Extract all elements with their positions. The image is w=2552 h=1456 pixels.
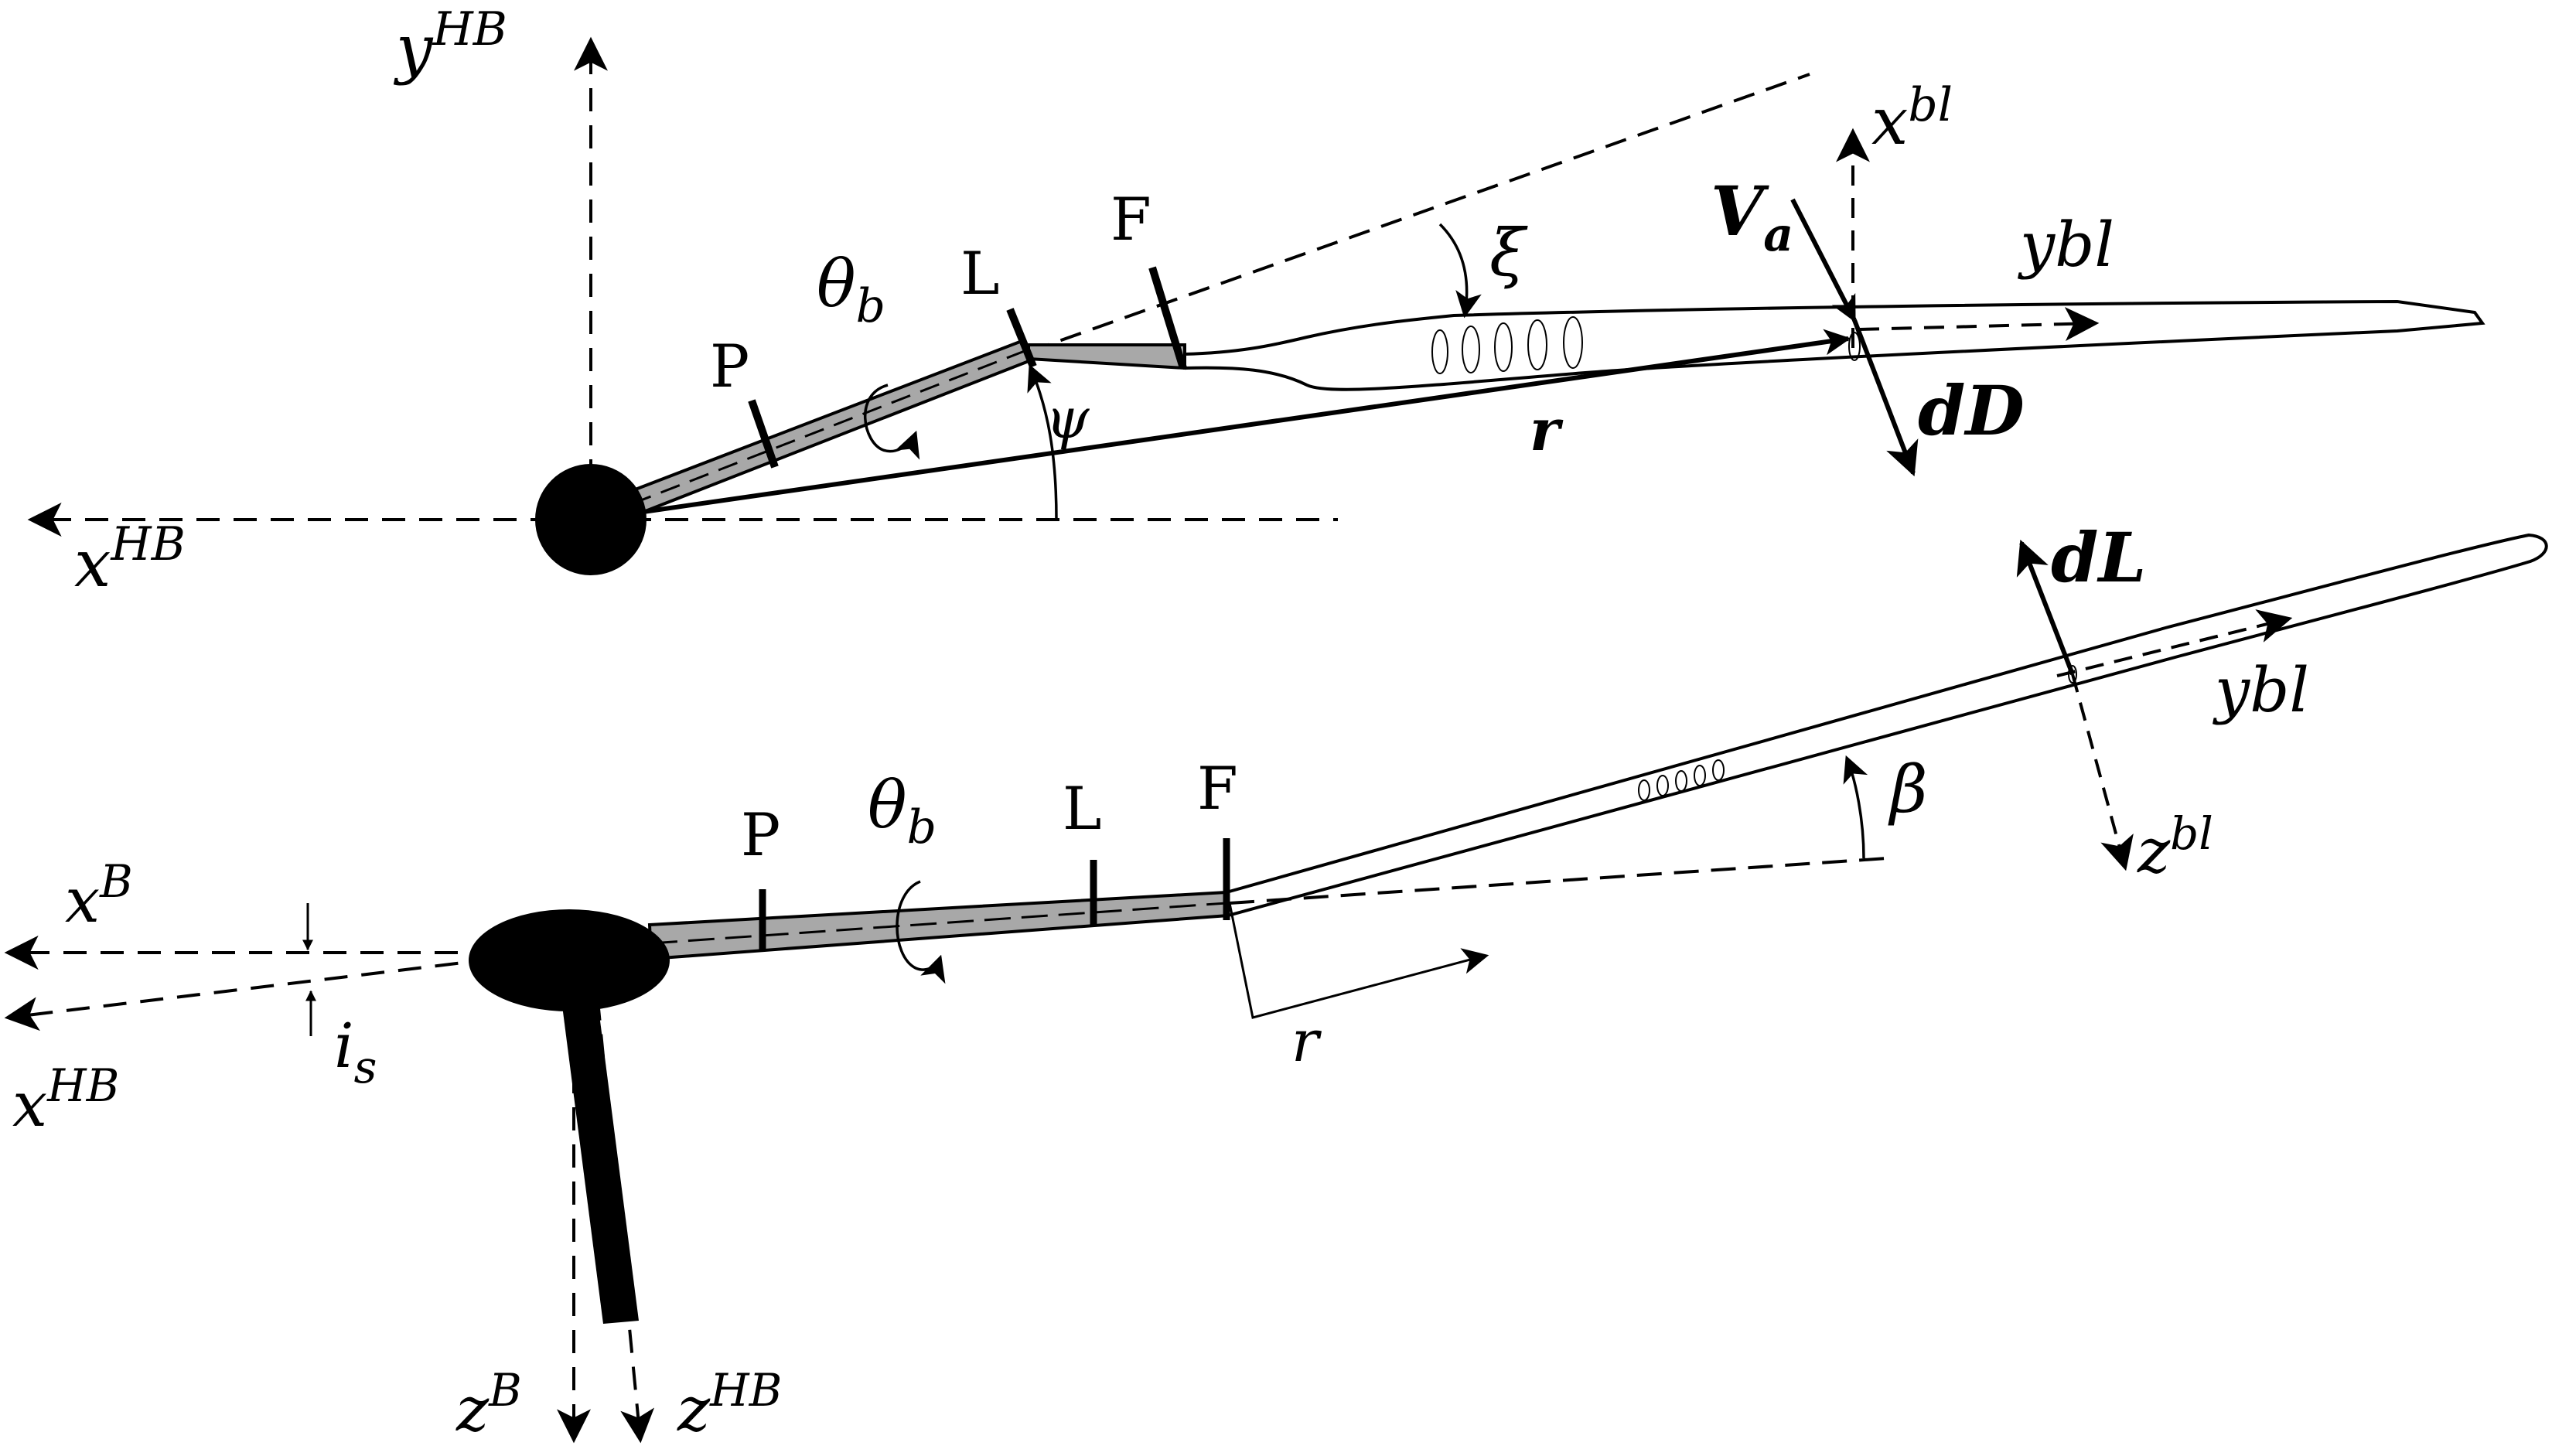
side-flap-arc [1843, 755, 1868, 859]
top-hinge-p-label: P [710, 332, 749, 401]
side-blade-axis-y [2056, 609, 2293, 677]
side-shaft-tilt-label: is [334, 1010, 377, 1093]
top-radius-label: r [1530, 397, 1564, 464]
top-drag-arrow [1852, 319, 1919, 477]
side-radius-bracket [1228, 902, 1486, 1019]
side-pitch-angle-label: θb [868, 767, 937, 854]
side-lift-label: dL [2051, 517, 2146, 598]
top-labels: yHB xHB P L F θb ψ ξ r Va dD xbl ybl [74, 2, 2114, 602]
airfoil-section [1494, 322, 1513, 372]
side-hinge-f-label: F [1197, 754, 1238, 823]
airfoil-section [2068, 665, 2077, 684]
side-hinge-p-label: P [741, 800, 780, 869]
side-flap-angle-label: β [1888, 752, 1928, 827]
top-pitch-angle-label: θb [817, 246, 885, 333]
top-pitch-rotation-icon [864, 384, 920, 460]
top-axis-x-hb-label: xHB [74, 517, 186, 602]
top-sweep-arc [1438, 223, 1482, 319]
airfoil-section [1694, 765, 1706, 786]
top-arm-centerline [602, 348, 1029, 517]
side-view [4, 533, 2548, 1444]
top-hinge-p-mark [748, 399, 779, 469]
airfoil-section [1712, 759, 1725, 781]
top-hinge-l-label: L [960, 239, 999, 308]
top-hinge-f-label: F [1111, 185, 1151, 254]
top-blade-outline [1183, 299, 2485, 391]
side-axis-xhb-label: xHB [12, 1059, 119, 1141]
side-axis-xhb [4, 957, 496, 1031]
top-sweep-reference-line [1028, 73, 1810, 353]
side-rotor-hub [469, 909, 670, 1011]
top-view [27, 36, 2485, 575]
side-blade-axis-y-label: ybl [2213, 654, 2309, 726]
top-axis-y-hb-label: yHB [393, 2, 507, 87]
top-blade-axis-x-label: xbl [1871, 78, 1953, 159]
top-radius-vector [610, 329, 1851, 519]
top-sweep-angle-label: ξ [1489, 215, 1528, 291]
top-blade-axis-y-label: ybl [2018, 209, 2114, 281]
airfoil-section [1431, 329, 1448, 374]
side-labels: xB xHB is zB zHB P L F θb r β dL ybl zbl [12, 517, 2309, 1445]
side-root-arm [647, 890, 1230, 961]
side-blade-axis-z-label: zbl [2137, 807, 2213, 887]
side-blade-outline [1224, 533, 2548, 918]
side-rotor-shaft [558, 973, 639, 1324]
airfoil-section [1638, 779, 1650, 801]
airfoil-section [1675, 770, 1687, 792]
top-azimuth-arc [1027, 363, 1058, 520]
airfoil-section [1527, 319, 1547, 370]
side-airfoil-sections [1638, 665, 2077, 801]
side-blade-axis-z [2071, 673, 2134, 871]
side-axis-xb-label: xB [65, 855, 133, 936]
top-blade-axis-y [1858, 307, 2100, 342]
side-axis-zb-label: zB [455, 1364, 522, 1445]
airfoil-section [1656, 775, 1669, 796]
top-drag-label: dD [1918, 370, 2025, 451]
side-radius-label: r [1291, 1008, 1322, 1075]
side-hinge-l-label: L [1063, 774, 1101, 843]
airfoil-section [1462, 326, 1480, 373]
side-axis-zhb-label: zHB [677, 1364, 782, 1445]
side-arm-centerline [650, 902, 1227, 945]
top-hinge-segment [1027, 343, 1186, 370]
airfoil-section [1563, 316, 1583, 369]
side-pitch-rotation-icon [896, 880, 946, 984]
side-radius-arrowhead [1460, 948, 1489, 974]
side-lift-arrow [2016, 539, 2075, 676]
top-velocity-label: Va [1711, 171, 1793, 262]
top-azimuth-angle-label: ψ [1046, 386, 1090, 451]
top-hinge-l-mark [1006, 308, 1037, 368]
top-rotor-hub [535, 464, 647, 575]
top-hinge-f-mark [1148, 266, 1187, 370]
top-velocity-arrow [1790, 198, 1857, 323]
